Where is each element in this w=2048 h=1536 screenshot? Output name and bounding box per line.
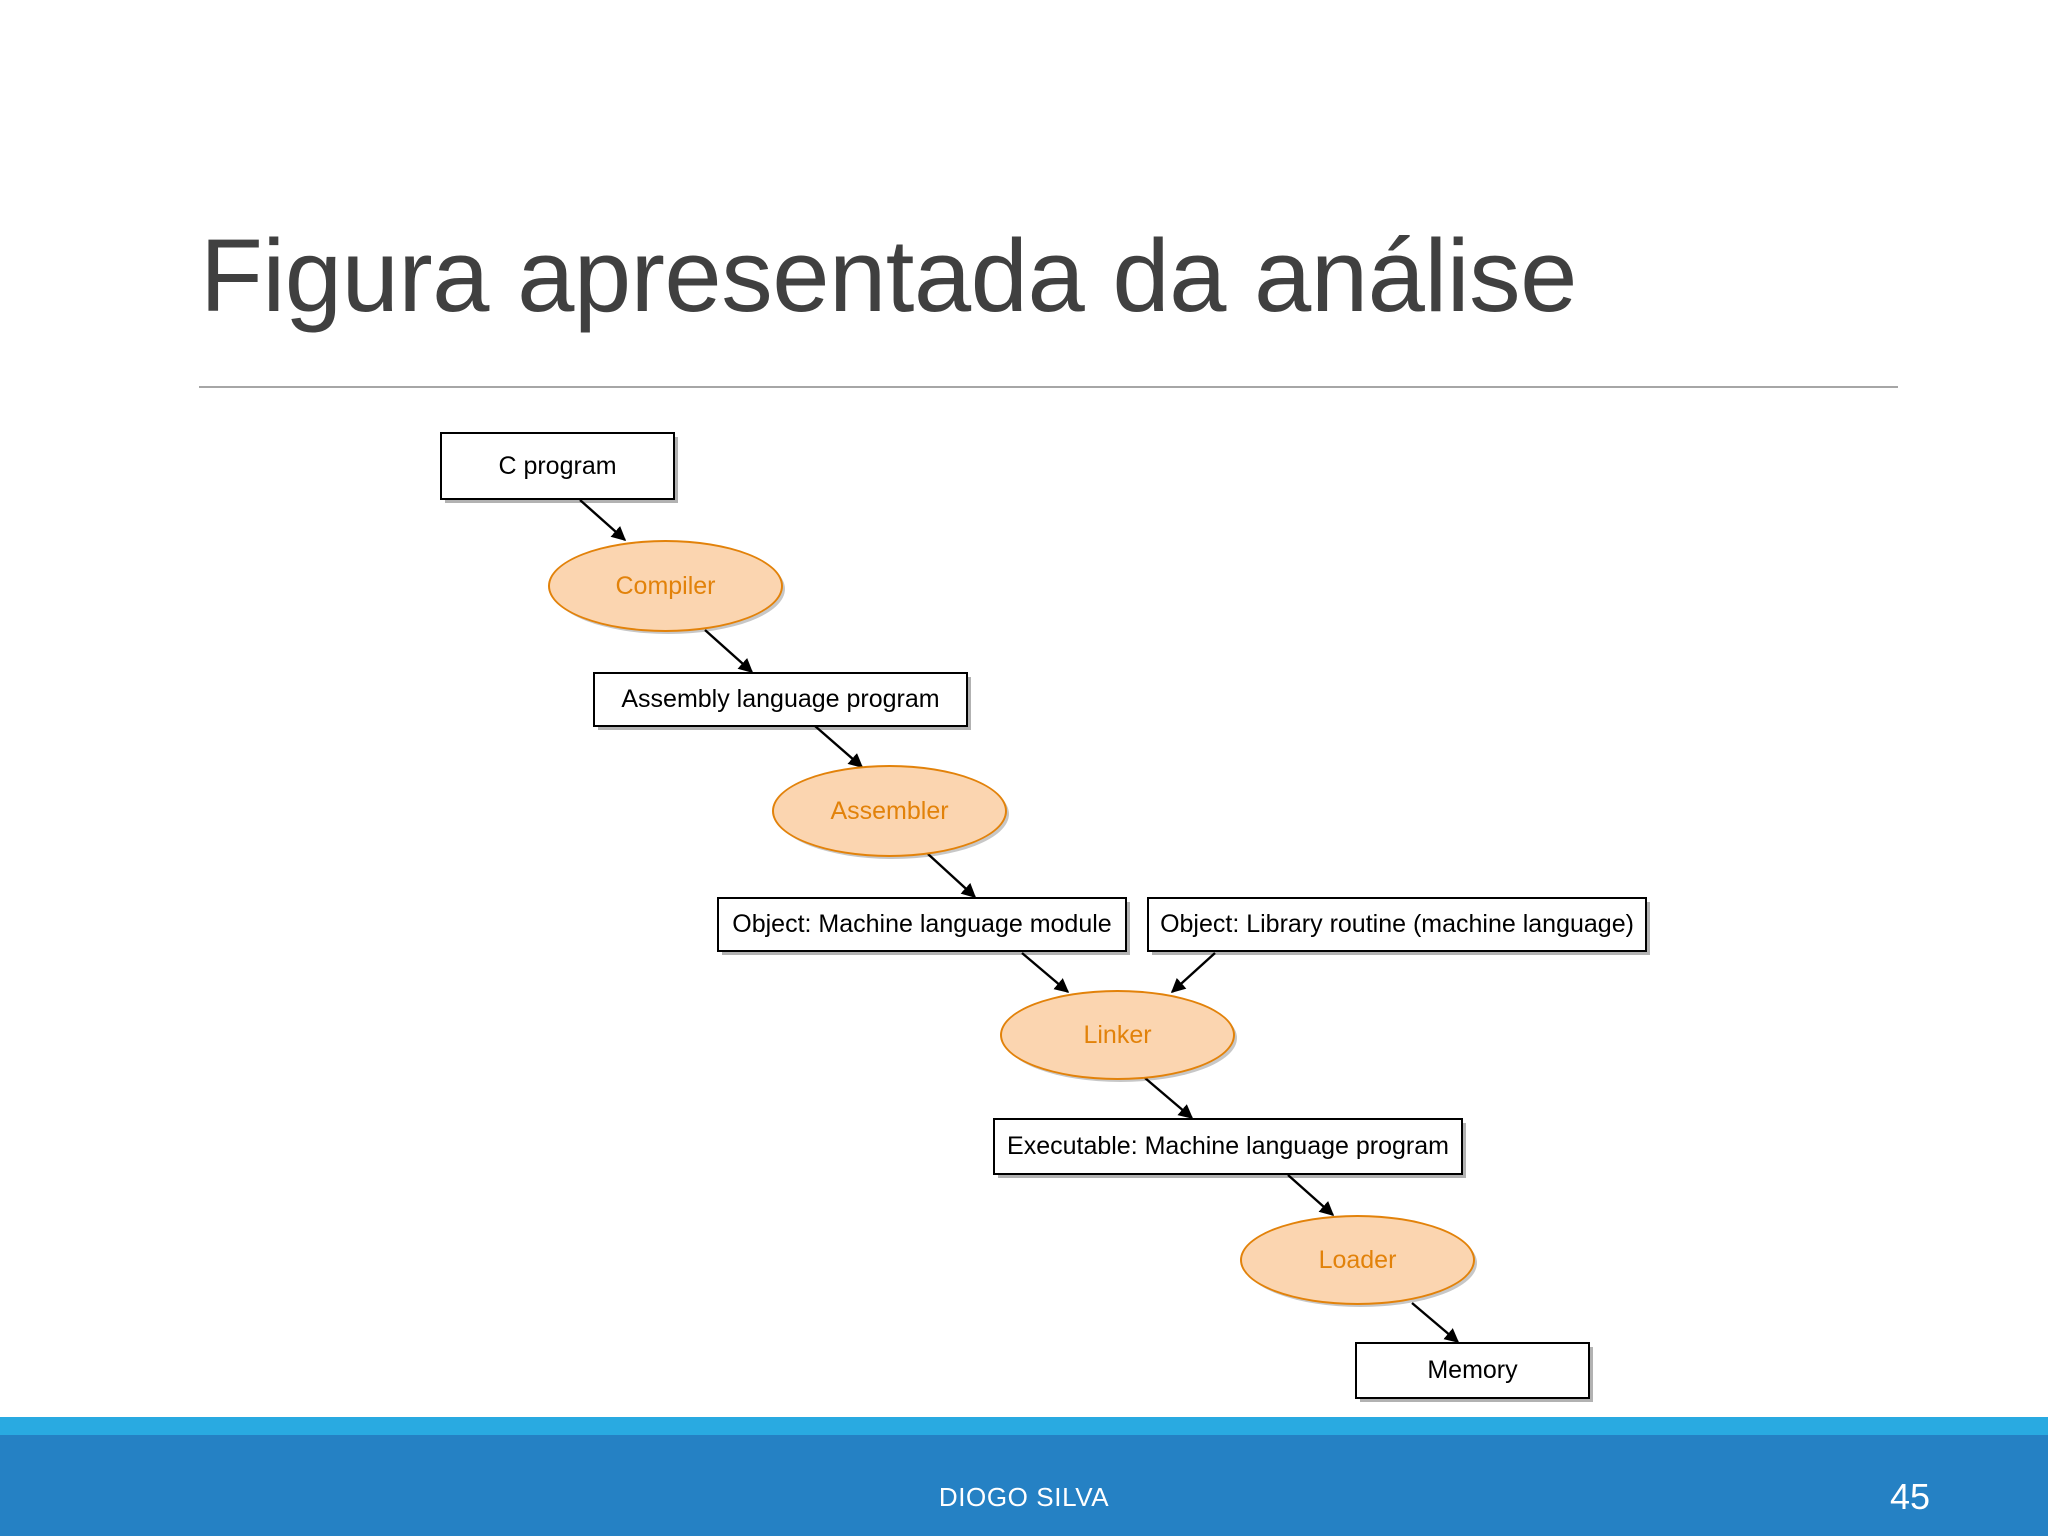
node-linker[interactable]: Linker bbox=[1000, 990, 1235, 1080]
title-divider bbox=[199, 386, 1898, 388]
edge-object-module-to-linker bbox=[1021, 952, 1070, 993]
flowchart-connectors bbox=[579, 499, 1460, 1343]
node-object-library-routine[interactable]: Object: Library routine (machine languag… bbox=[1147, 897, 1647, 952]
node-object-machine-language-module[interactable]: Object: Machine language module bbox=[717, 897, 1127, 952]
node-label: Linker bbox=[1083, 1020, 1152, 1049]
node-assembly-language-program[interactable]: Assembly language program bbox=[593, 672, 968, 727]
node-label: Memory bbox=[1427, 1356, 1518, 1384]
node-label: Loader bbox=[1318, 1245, 1397, 1274]
node-assembler[interactable]: Assembler bbox=[772, 765, 1007, 857]
edge-executable-to-loader bbox=[1287, 1174, 1335, 1216]
edge-assembly-to-assembler bbox=[814, 725, 864, 768]
edge-c-program-to-compiler bbox=[579, 499, 627, 541]
node-label: C program bbox=[498, 451, 617, 480]
slide-page-number: 45 bbox=[1889, 1476, 1930, 1517]
footer-bar bbox=[0, 1435, 2048, 1536]
node-label: Executable: Machine language program bbox=[1007, 1132, 1449, 1160]
node-label: Object: Library routine (machine languag… bbox=[1160, 910, 1634, 938]
edge-compiler-to-assembly bbox=[704, 629, 754, 673]
node-label: Assembly language program bbox=[621, 685, 940, 713]
node-label: Assembler bbox=[830, 796, 949, 825]
edge-assembler-to-object-module bbox=[927, 853, 977, 898]
node-c-program[interactable]: C program bbox=[440, 432, 675, 500]
node-label: Compiler bbox=[615, 571, 716, 600]
node-executable-machine-language-program[interactable]: Executable: Machine language program bbox=[993, 1118, 1463, 1175]
edge-object-library-to-linker bbox=[1170, 952, 1216, 993]
flowchart-diagram: C program Compiler Assembly language pro… bbox=[0, 410, 2048, 1410]
footer-author: DIOGO SILVA bbox=[938, 1482, 1110, 1512]
node-compiler[interactable]: Compiler bbox=[548, 540, 783, 632]
edge-linker-to-executable bbox=[1144, 1077, 1194, 1119]
edge-loader-to-memory bbox=[1411, 1302, 1460, 1343]
page-title: Figura apresentada da análise bbox=[200, 218, 1577, 333]
footer-accent-stripe bbox=[0, 1417, 2048, 1435]
node-memory[interactable]: Memory bbox=[1355, 1342, 1590, 1399]
node-loader[interactable]: Loader bbox=[1240, 1215, 1475, 1305]
node-label: Object: Machine language module bbox=[732, 910, 1112, 938]
